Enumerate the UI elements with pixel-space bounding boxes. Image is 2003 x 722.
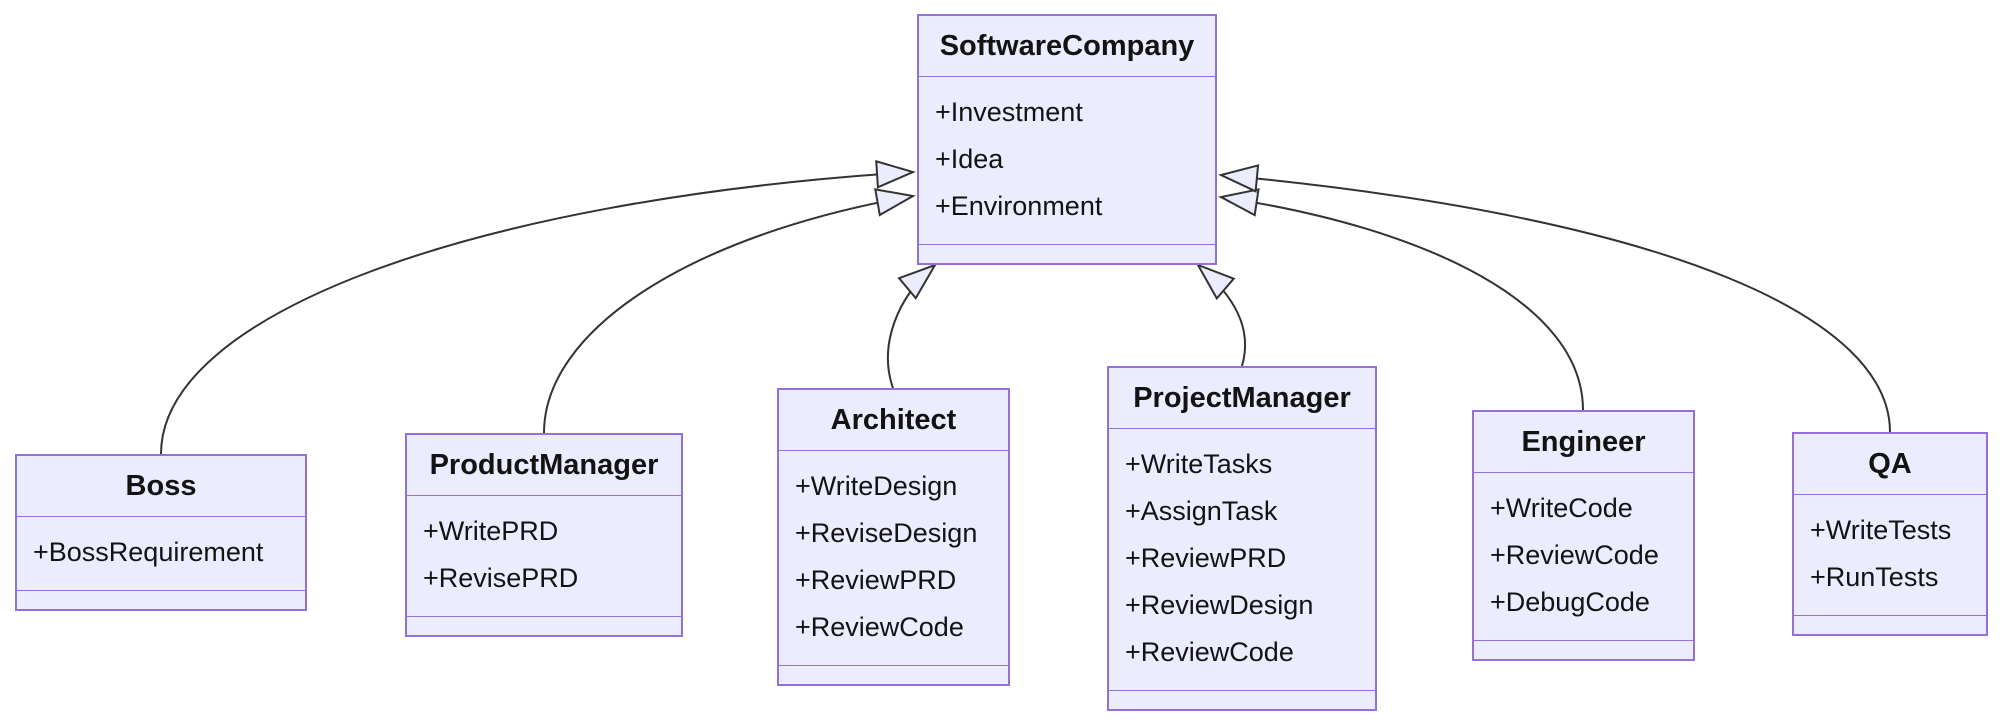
class-title: ProductManager: [407, 435, 681, 496]
edge-architect-to-softwarecompany: [886, 263, 938, 389]
class-attribute: +ReviewPRD: [1125, 543, 1287, 573]
class-productmanager: ProductManager +WritePRD +RevisePRD: [405, 433, 683, 637]
class-attribute: +WriteTests: [1810, 515, 1952, 545]
class-attribute: +WritePRD: [423, 516, 559, 546]
class-attribute: +WriteCode: [1490, 493, 1633, 523]
class-title: SoftwareCompany: [919, 16, 1215, 77]
class-attributes: +BossRequirement: [17, 517, 305, 590]
edge-boss-to-softwarecompany: [160, 159, 916, 455]
class-attribute: +RevisePRD: [423, 563, 579, 593]
edge-engineer-to-softwarecompany: [1218, 188, 1584, 411]
class-methods-empty: [407, 616, 681, 635]
class-methods-empty: [919, 244, 1215, 263]
class-attribute: +ReviseDesign: [795, 518, 978, 548]
class-attribute: +DebugCode: [1490, 587, 1650, 617]
class-title: QA: [1794, 434, 1986, 495]
class-qa: QA +WriteTests +RunTests: [1792, 432, 1988, 636]
class-title: Architect: [779, 390, 1008, 451]
class-methods-empty: [1794, 615, 1986, 634]
class-title: ProjectManager: [1109, 368, 1375, 429]
class-attributes: +WriteTasks +AssignTask +ReviewPRD +Revi…: [1109, 429, 1375, 690]
edge-qa-to-softwarecompany: [1218, 164, 1891, 433]
class-boss: Boss +BossRequirement: [15, 454, 307, 611]
class-architect: Architect +WriteDesign +ReviseDesign +Re…: [777, 388, 1010, 686]
class-attribute: +RunTests: [1810, 562, 1939, 592]
edge-productmanager-to-softwarecompany: [543, 188, 916, 434]
class-attributes: +WriteCode +ReviewCode +DebugCode: [1474, 473, 1693, 640]
class-methods-empty: [1474, 640, 1693, 659]
class-attribute: +BossRequirement: [33, 537, 264, 567]
class-projectmanager: ProjectManager +WriteTasks +AssignTask +…: [1107, 366, 1377, 711]
edge-projectmanager-to-softwarecompany: [1195, 263, 1247, 367]
class-methods-empty: [17, 590, 305, 609]
class-methods-empty: [1109, 690, 1375, 709]
class-attribute: +AssignTask: [1125, 496, 1278, 526]
class-attributes: +WriteTests +RunTests: [1794, 495, 1986, 615]
class-attribute: +WriteTasks: [1125, 449, 1273, 479]
class-attribute: +Investment: [935, 97, 1083, 127]
class-softwarecompany: SoftwareCompany +Investment +Idea +Envir…: [917, 14, 1217, 265]
class-engineer: Engineer +WriteCode +ReviewCode +DebugCo…: [1472, 410, 1695, 661]
class-attribute: +ReviewPRD: [795, 565, 957, 595]
class-attribute: +ReviewCode: [1125, 637, 1294, 667]
class-attribute: +Environment: [935, 191, 1103, 221]
class-attribute: +ReviewDesign: [1125, 590, 1314, 620]
class-attribute: +Idea: [935, 144, 1004, 174]
class-title: Boss: [17, 456, 305, 517]
class-attributes: +WritePRD +RevisePRD: [407, 496, 681, 616]
class-attribute: +WriteDesign: [795, 471, 958, 501]
class-attributes: +WriteDesign +ReviseDesign +ReviewPRD +R…: [779, 451, 1008, 665]
class-attributes: +Investment +Idea +Environment: [919, 77, 1215, 244]
class-methods-empty: [779, 665, 1008, 684]
class-title: Engineer: [1474, 412, 1693, 473]
class-attribute: +ReviewCode: [795, 612, 964, 642]
class-attribute: +ReviewCode: [1490, 540, 1659, 570]
